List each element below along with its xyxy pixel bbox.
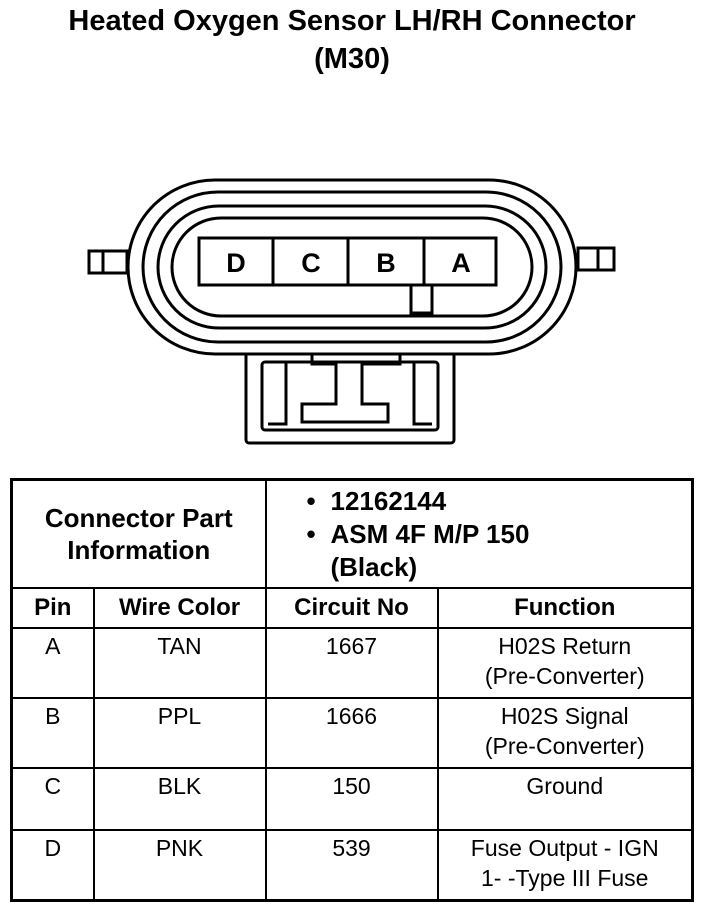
function-cell: Fuse Output - IGN 1- -Type III Fuse	[436, 829, 694, 902]
polarizing-key	[409, 283, 434, 315]
table-row: B PPL 1666 H02S Signal (Pre-Converter)	[10, 697, 694, 769]
cavity-label-c: C	[301, 248, 321, 278]
right-tab	[576, 246, 616, 272]
part-number: •12162144	[306, 485, 447, 516]
function-cell: Ground	[436, 767, 694, 831]
header-circuit-no: Circuit No	[264, 587, 439, 629]
header-row: Pin Wire Color Circuit No Function	[10, 587, 694, 629]
pin-cell: D	[10, 829, 95, 902]
table-row: D PNK 539 Fuse Output - IGN 1- -Type III…	[10, 829, 694, 902]
function-cell: H02S Signal (Pre-Converter)	[436, 697, 694, 769]
title-line-1: Heated Oxygen Sensor LH/RH Connector	[68, 5, 636, 37]
wire-color-cell: PNK	[92, 829, 267, 902]
page-title: Heated Oxygen Sensor LH/RH Connector (M3…	[0, 2, 704, 78]
table-row: C BLK 150 Ground	[10, 767, 694, 831]
cavity-label-d: D	[226, 248, 246, 278]
header-wire-color: Wire Color	[92, 587, 267, 629]
circuit-no-cell: 1667	[264, 627, 439, 699]
connector-part-info: •12162144 •ASM 4F M/P 150 (Black)	[264, 478, 694, 589]
connector-diagram: D C B A	[87, 178, 616, 445]
wire-color-cell: BLK	[92, 767, 267, 831]
part-description: •ASM 4F M/P 150	[306, 518, 530, 549]
connector-part-label: Connector Part Information	[10, 478, 267, 589]
cavity-label-b: B	[376, 248, 396, 278]
part-color: (Black)	[330, 551, 418, 582]
pin-cell: B	[10, 697, 95, 769]
left-tab	[87, 249, 129, 275]
wire-color-cell: PPL	[92, 697, 267, 769]
title-line-2: (M30)	[314, 43, 390, 75]
pin-cell: C	[10, 767, 95, 831]
latch-t-shape	[300, 348, 402, 424]
wire-color-cell: TAN	[92, 627, 267, 699]
part-info-row: Connector Part Information •12162144 •AS…	[10, 478, 694, 589]
function-cell: H02S Return (Pre-Converter)	[436, 627, 694, 699]
header-pin: Pin	[10, 587, 95, 629]
table-row: A TAN 1667 H02S Return (Pre-Converter)	[10, 627, 694, 699]
circuit-no-cell: 539	[264, 829, 439, 902]
connector-info-table: Connector Part Information •12162144 •AS…	[10, 478, 694, 902]
circuit-no-cell: 1666	[264, 697, 439, 769]
cavity-label-a: A	[451, 248, 471, 278]
header-function: Function	[436, 587, 694, 629]
pin-cell: A	[10, 627, 95, 699]
circuit-no-cell: 150	[264, 767, 439, 831]
